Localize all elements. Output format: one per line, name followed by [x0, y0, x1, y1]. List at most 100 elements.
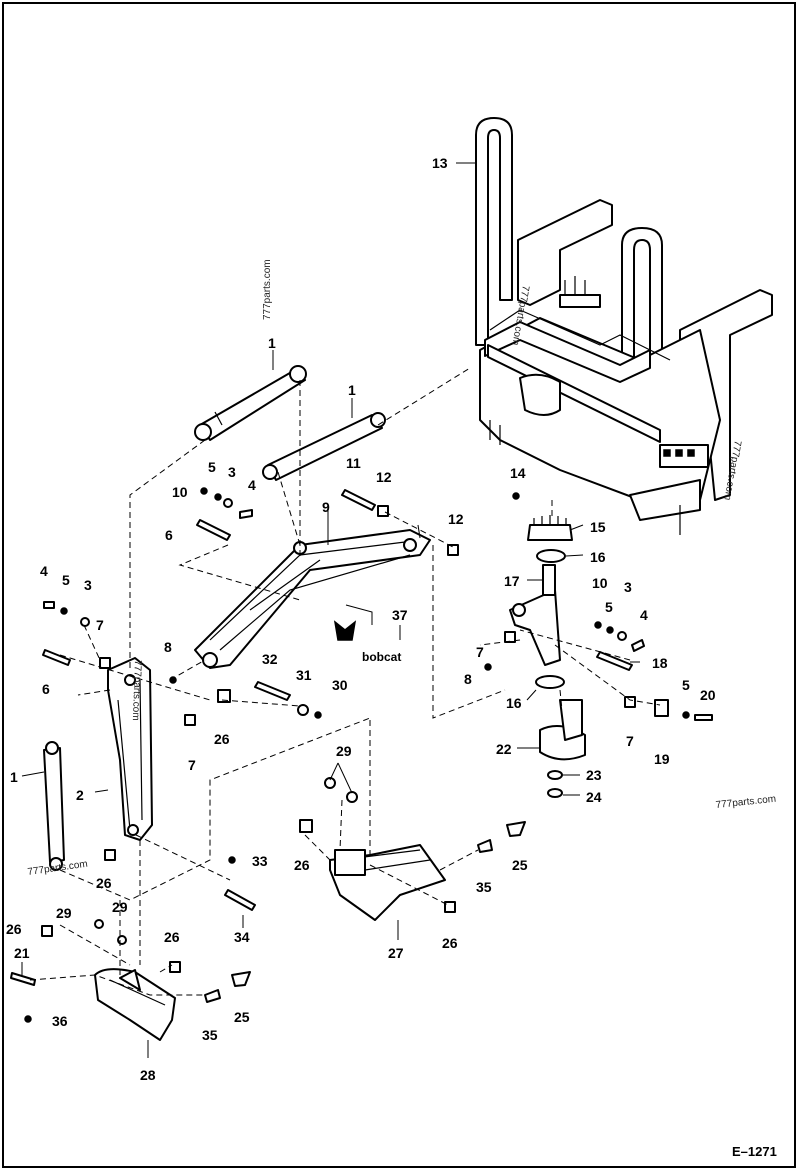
assembly-lines — [29, 367, 661, 996]
callout-3-upper: 3 — [228, 464, 236, 480]
bushing-7-c — [504, 631, 516, 643]
callout-6-upper: 6 — [165, 527, 173, 543]
callout-11: 11 — [346, 455, 361, 471]
callout-4-right: 4 — [640, 607, 648, 623]
washer-23 — [547, 770, 563, 780]
nut-30 — [314, 711, 322, 719]
pin-35-upper — [477, 839, 493, 853]
callout-22: 22 — [496, 741, 512, 757]
bushing-29-c — [94, 919, 104, 929]
callout-7-d: 7 — [626, 733, 634, 749]
callout-8-b: 8 — [464, 671, 472, 687]
bushing-26-f — [169, 961, 181, 973]
callout-16-upper: 16 — [590, 549, 606, 565]
callout-2: 2 — [76, 787, 84, 803]
callout-15: 15 — [590, 519, 606, 535]
callout-26-c: 26 — [294, 857, 310, 873]
callout-33: 33 — [252, 853, 268, 869]
callout-7-c: 7 — [476, 644, 484, 660]
callout-21: 21 — [14, 945, 30, 961]
callout-6-lower: 6 — [42, 681, 50, 697]
hydraulic-cylinder-lower — [43, 741, 65, 871]
washer-3-right — [617, 631, 627, 641]
bolt-4-upper — [239, 509, 253, 519]
swing-bracket — [509, 564, 561, 666]
grease-33 — [228, 856, 236, 864]
bushing-26-a — [217, 689, 231, 703]
hardware — [10, 487, 713, 1023]
bucket-large — [329, 844, 446, 921]
bushing-29-a — [324, 777, 336, 789]
callout-12-lower: 12 — [448, 511, 464, 527]
callout-13: 13 — [432, 155, 448, 171]
nut-10-lower — [594, 621, 602, 629]
callout-37: 37 — [392, 607, 408, 623]
callout-29-c: 29 — [56, 905, 72, 921]
bushing-7-b — [184, 714, 196, 726]
callout-28: 28 — [140, 1067, 156, 1083]
washer-31 — [297, 704, 309, 716]
callout-25-lower: 25 — [234, 1009, 250, 1025]
pin-6-upper — [196, 519, 231, 541]
bushing-26-b — [104, 849, 116, 861]
grease-36 — [24, 1015, 32, 1023]
bushing-12-lower — [447, 544, 459, 556]
callout-3-right: 3 — [624, 579, 632, 595]
washer-3-lower — [80, 617, 90, 627]
callout-35-upper: 35 — [476, 879, 492, 895]
callout-1-upper: 1 — [268, 335, 276, 351]
bushing-26-c — [299, 819, 313, 833]
bobcat-logo: bobcat — [333, 620, 401, 664]
callout-7-a: 7 — [96, 617, 104, 633]
pin-11 — [341, 489, 376, 511]
callout-26-e: 26 — [6, 921, 22, 937]
callout-4-upper: 4 — [248, 477, 256, 493]
nut-10-upper — [200, 487, 208, 495]
callout-26-b: 26 — [96, 875, 112, 891]
plate-19 — [654, 699, 669, 717]
callout-31: 31 — [296, 667, 312, 683]
callout-26-d: 26 — [442, 935, 458, 951]
washer-5-upper — [214, 493, 222, 501]
bushing-26-e — [41, 925, 53, 937]
bucket-small — [94, 968, 176, 1041]
bolt-4-right — [631, 639, 645, 652]
watermark-1: 777parts.com — [262, 259, 273, 320]
washer-16-upper — [536, 549, 566, 563]
washer-16-lower — [535, 675, 565, 689]
tooth-25-upper — [506, 821, 526, 837]
washer-5-right — [606, 626, 614, 634]
callout-36: 36 — [52, 1013, 68, 1029]
callout-5-lower-right: 5 — [682, 677, 690, 693]
callout-26-f: 26 — [164, 929, 180, 945]
grease-8-b — [484, 663, 492, 671]
bobcat-logo-text: bobcat — [362, 650, 401, 664]
callout-9: 9 — [322, 499, 330, 515]
callout-17: 17 — [504, 573, 520, 589]
bolt-20 — [694, 714, 713, 721]
callout-5-lower: 5 — [62, 572, 70, 588]
drawing-reference: E–1271 — [732, 1144, 777, 1159]
mounting-frame — [475, 117, 773, 535]
callout-12-upper: 12 — [376, 469, 392, 485]
callout-5-right: 5 — [605, 599, 613, 615]
callout-25-upper: 25 — [512, 857, 528, 873]
bushing-29-d — [117, 935, 127, 945]
bushing-29-b — [346, 791, 358, 803]
callout-8-a: 8 — [164, 639, 172, 655]
callout-24: 24 — [586, 789, 602, 805]
callout-30: 30 — [332, 677, 348, 693]
hydraulic-cylinder-upper — [194, 365, 307, 441]
watermark-6: 777parts.com — [715, 794, 776, 811]
bushing-12-upper — [377, 505, 389, 517]
hydraulic-cylinder-middle — [262, 412, 386, 481]
callout-labels: 13 1 1 5 3 10 4 11 12 14 9 6 12 15 16 4 … — [6, 155, 716, 1083]
callout-14: 14 — [510, 465, 526, 481]
callout-29-b: 29 — [112, 899, 128, 915]
pivot-bracket — [539, 699, 586, 761]
callout-7-b: 7 — [188, 757, 196, 773]
callout-32: 32 — [262, 651, 278, 667]
callout-27: 27 — [388, 945, 404, 961]
